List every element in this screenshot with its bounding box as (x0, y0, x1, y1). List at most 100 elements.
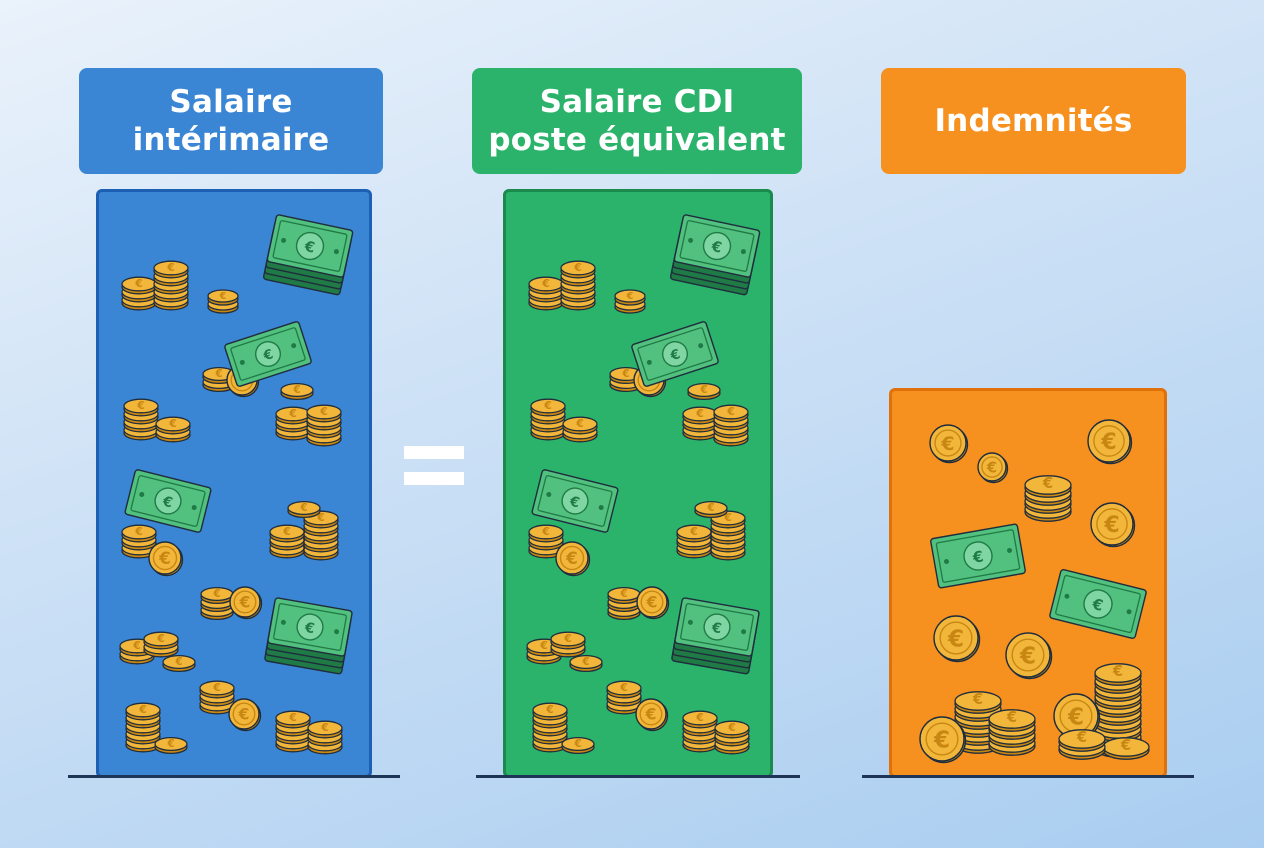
coin-stack-icon: € (606, 680, 642, 715)
svg-text:€: € (136, 399, 145, 412)
label-line2: intérimaire (132, 122, 330, 158)
svg-text:€: € (134, 277, 143, 290)
coin-stack-icon: € (1094, 663, 1142, 758)
coin-icon: € (1087, 419, 1133, 465)
svg-text:€: € (706, 502, 714, 514)
svg-text:€: € (302, 239, 316, 257)
coin-icon: € (977, 452, 1009, 484)
banknote-stack-icon: € (262, 214, 354, 296)
svg-text:€: € (292, 384, 300, 396)
coin-icon: € (636, 586, 670, 620)
coin-stack-icon: € (154, 736, 188, 755)
svg-text:€: € (282, 525, 291, 538)
svg-text:€: € (1042, 475, 1053, 492)
svg-text:€: € (239, 593, 251, 612)
coin-stack-icon: € (121, 276, 157, 311)
coin-stack-icon: € (614, 289, 646, 314)
svg-text:€: € (138, 703, 147, 716)
svg-text:€: € (723, 511, 732, 524)
column-money-illustration: €€€€€€€€€€€€€€€€€€€€€€€€€€€€€€ (119, 214, 354, 755)
coin-stack-icon: € (687, 382, 721, 401)
euro-banknote-icon: € (531, 469, 619, 533)
svg-text:€: € (573, 738, 581, 750)
coin-stack-icon: € (560, 260, 596, 311)
svg-text:€: € (214, 368, 222, 380)
svg-text:€: € (646, 593, 658, 612)
column-money-illustration: €€€€€€€€€€€€€€€€€€€€€€€€€€€€€€ (526, 214, 761, 755)
svg-text:€: € (166, 261, 175, 274)
svg-text:€: € (563, 632, 572, 645)
svg-text:€: € (573, 261, 582, 274)
coin-icon: € (635, 698, 669, 732)
coin-stack-icon: € (200, 586, 234, 621)
coin-stack-icon: € (1024, 475, 1072, 522)
coin-stack-icon: € (530, 398, 566, 441)
coin-icon: € (148, 541, 184, 577)
euro-banknote-icon: € (124, 469, 212, 533)
svg-text:€: € (668, 347, 682, 364)
svg-text:€: € (238, 705, 250, 724)
svg-text:€: € (645, 705, 657, 724)
coin-stack-icon: € (676, 524, 712, 559)
svg-text:€: € (1019, 643, 1036, 669)
coin-stack-icon: € (306, 404, 342, 447)
coin-icon: € (1053, 693, 1101, 741)
svg-text:€: € (581, 656, 589, 668)
svg-text:€: € (288, 711, 297, 724)
svg-text:€: € (174, 656, 182, 668)
svg-text:€: € (626, 291, 634, 302)
svg-text:€: € (970, 547, 984, 567)
svg-text:€: € (541, 525, 550, 538)
svg-text:€: € (539, 639, 548, 652)
svg-text:€: € (1103, 513, 1119, 538)
euro-banknote-icon: € (224, 321, 312, 387)
svg-text:€: € (565, 548, 578, 568)
svg-text:€: € (158, 548, 171, 568)
coin-stack-icon: € (153, 260, 189, 311)
svg-text:€: € (619, 588, 627, 600)
coin-icon: € (1005, 632, 1053, 680)
svg-text:€: € (699, 384, 707, 396)
svg-text:€: € (168, 417, 177, 430)
svg-text:€: € (619, 681, 628, 694)
coin-icon: € (555, 541, 591, 577)
coin-stack-icon: € (607, 586, 641, 621)
svg-text:€: € (986, 459, 997, 476)
coin-stack-icon: € (988, 709, 1036, 756)
svg-text:€: € (695, 711, 704, 724)
coin-stack-icon: € (528, 276, 564, 311)
baseline-middle (476, 775, 800, 778)
coin-stack-icon: € (562, 416, 598, 443)
svg-text:€: € (726, 405, 735, 418)
banknote-stack-icon: € (264, 597, 353, 675)
svg-text:€: € (1067, 704, 1084, 730)
svg-text:€: € (1120, 737, 1131, 754)
svg-text:€: € (219, 291, 227, 302)
coin-icon: € (1090, 502, 1136, 548)
coin-stack-icon: € (532, 702, 568, 753)
svg-text:€: € (288, 407, 297, 420)
coin-stack-icon: € (682, 710, 718, 753)
column-indemnites: €€€€€€€€€€€€€€€€ (889, 388, 1167, 778)
svg-text:€: € (134, 525, 143, 538)
label-line1: Salaire CDI (539, 84, 735, 120)
coin-stack-icon: € (609, 366, 643, 393)
coin-stack-icon: € (269, 524, 305, 559)
label-line1: Indemnités (934, 103, 1133, 139)
baseline-right (862, 775, 1194, 778)
svg-text:€: € (212, 588, 220, 600)
coin-stack-icon: € (694, 500, 728, 519)
svg-text:€: € (1112, 663, 1123, 680)
euro-banknote-icon: € (930, 523, 1026, 589)
svg-text:€: € (316, 511, 325, 524)
svg-text:€: € (303, 620, 316, 638)
coin-stack-icon: € (682, 406, 718, 441)
coin-stack-icon: € (710, 510, 746, 561)
coin-stack-icon: € (155, 416, 191, 443)
svg-text:€: € (541, 277, 550, 290)
coin-stack-icon: € (1102, 737, 1150, 760)
label-salaire-interimaire: Salaire intérimaire (79, 68, 383, 174)
coin-stack-icon: € (199, 680, 235, 715)
column-salaire-interimaire: €€€€€€€€€€€€€€€€€€€€€€€€€€€€€€ (96, 189, 372, 778)
coin-stack-icon: € (1058, 729, 1106, 760)
